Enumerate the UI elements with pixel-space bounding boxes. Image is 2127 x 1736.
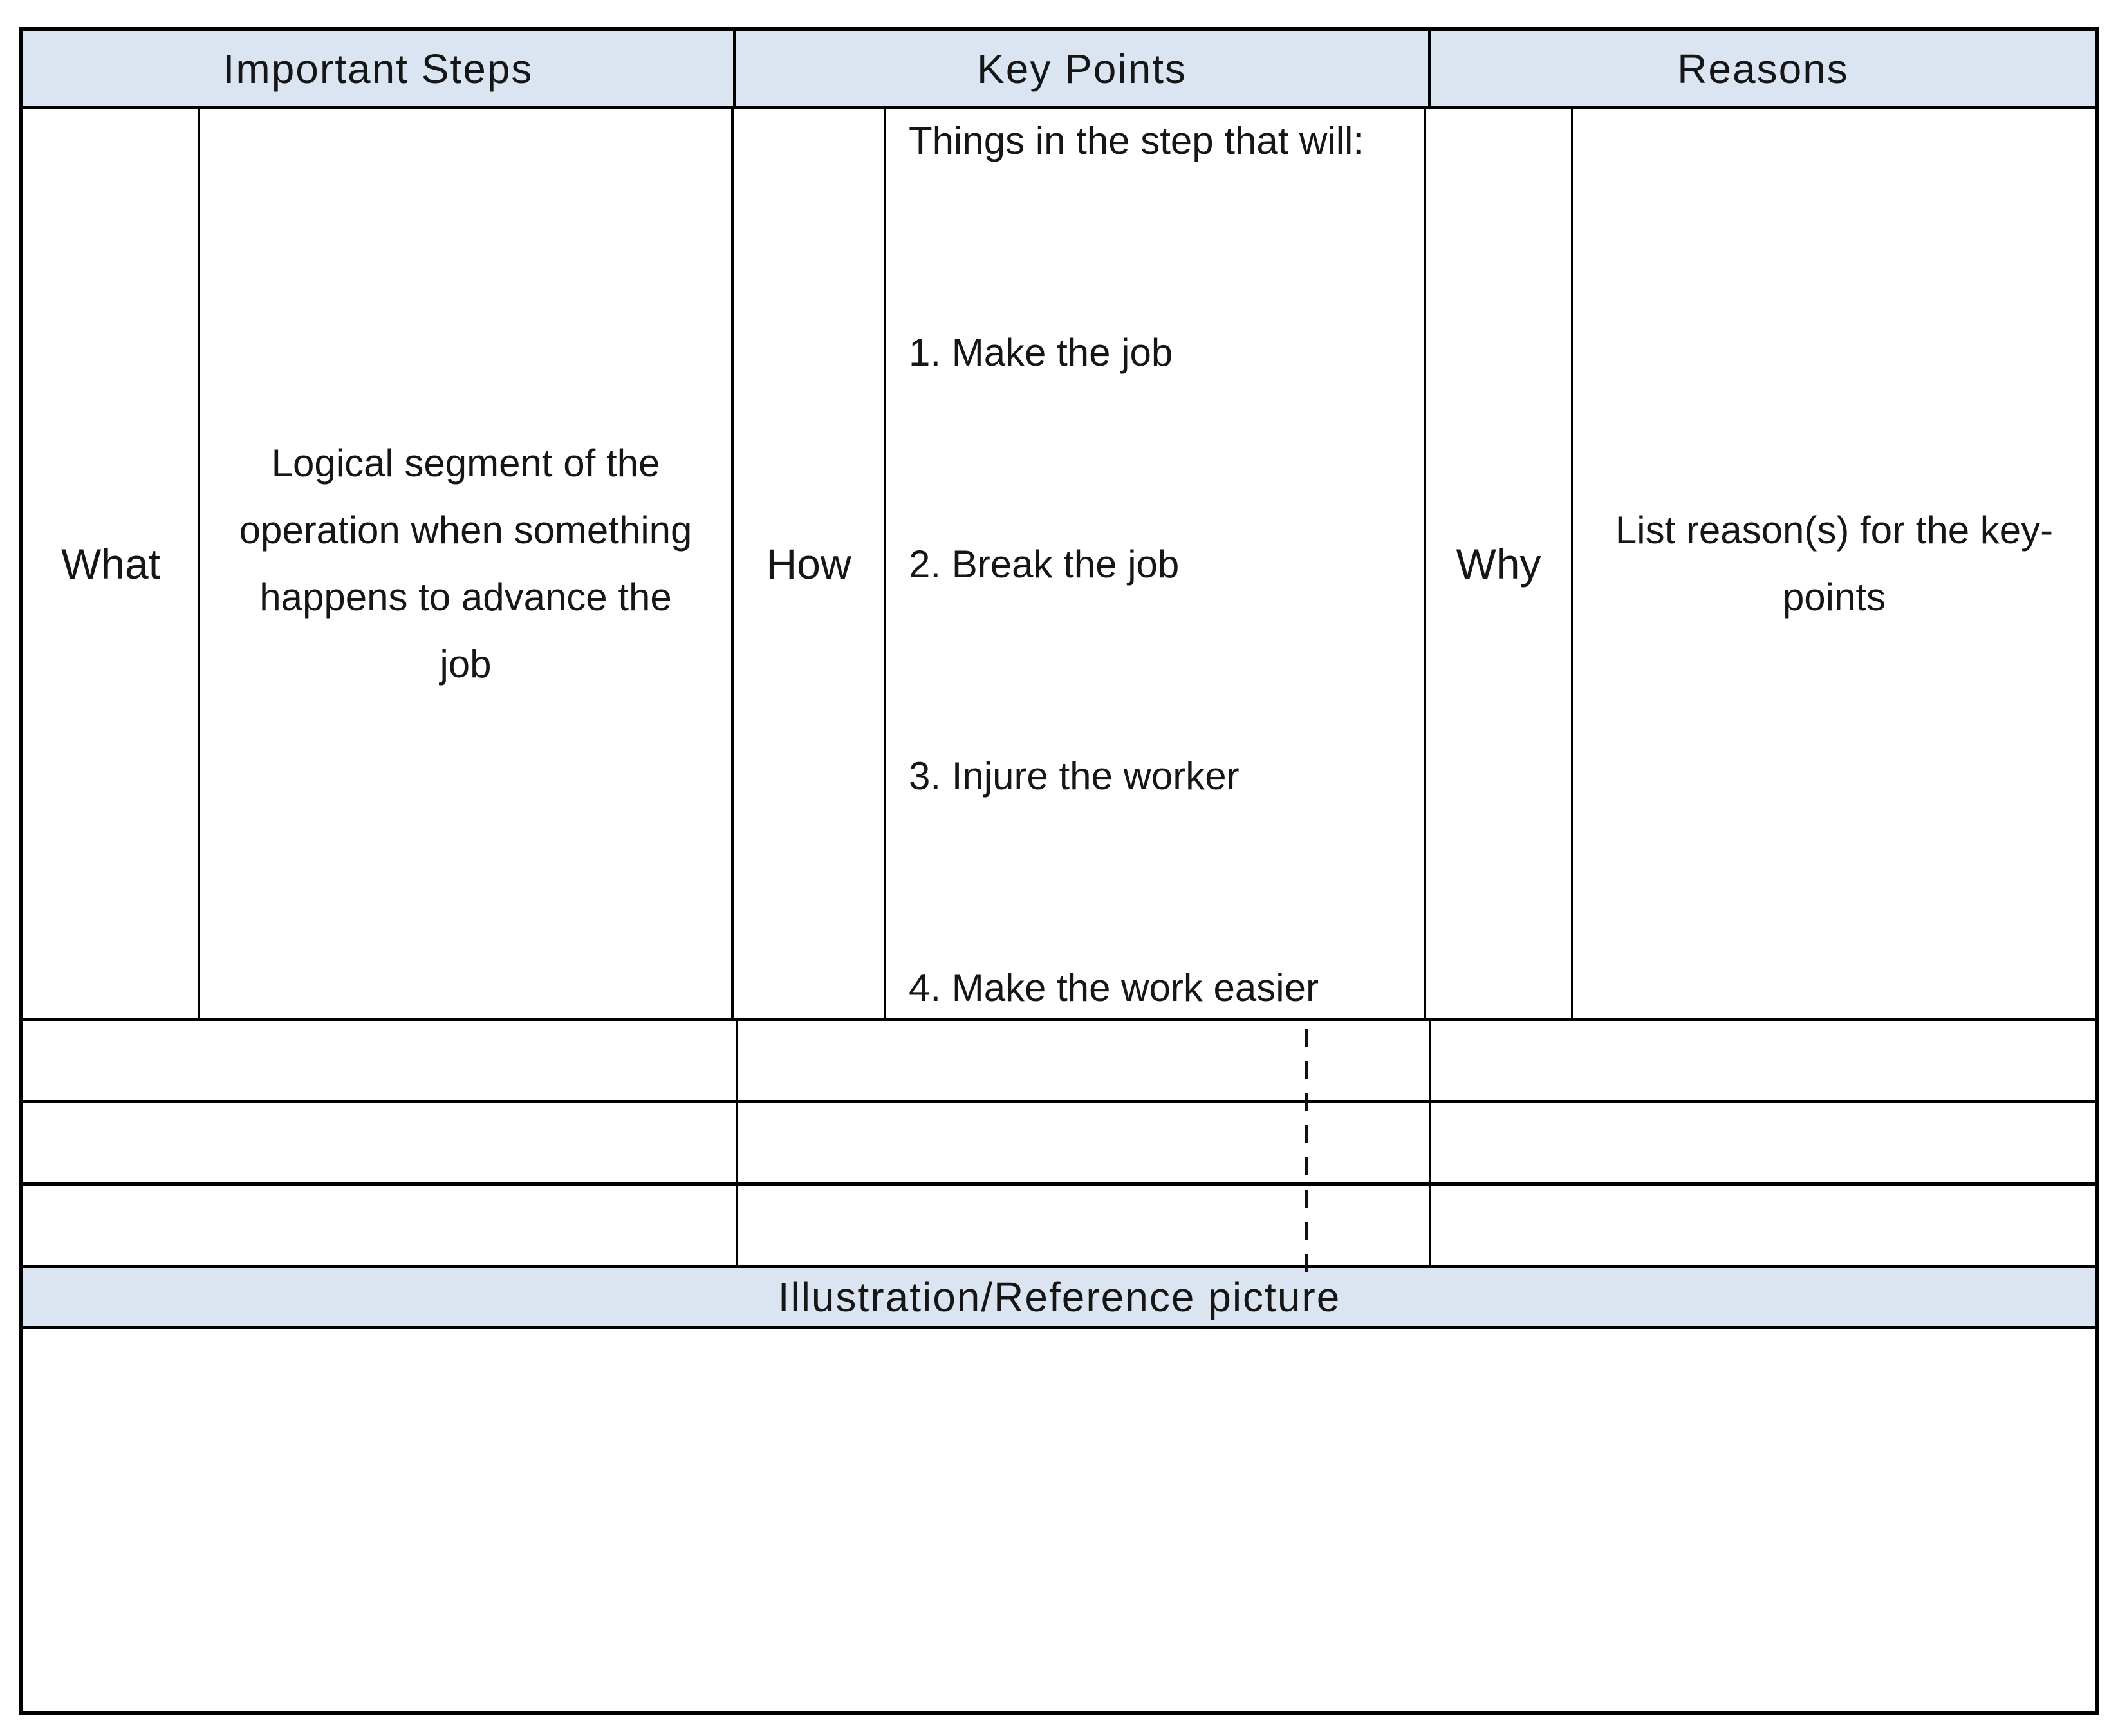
how-label: How: [766, 539, 851, 588]
key-point-item-3: 3. Injure the worker: [909, 754, 1240, 798]
table-header-row: Important Steps Key Points Reasons: [23, 31, 2095, 109]
empty-row-2-reasons-cell: [1431, 1103, 2095, 1182]
empty-row-1-key-points-cell: [738, 1021, 1431, 1100]
important-steps-description: Logical segment of the operation when so…: [239, 441, 692, 686]
empty-row-3-important-steps-cell: [23, 1186, 738, 1265]
empty-row-2-key-points-cell: [738, 1103, 1431, 1182]
how-label-cell: How: [734, 109, 886, 1018]
what-label-cell: What: [23, 109, 200, 1018]
empty-row-3-reasons-cell: [1431, 1186, 2095, 1265]
header-label-key-points: Key Points: [977, 45, 1187, 92]
key-points-intro: Things in the step that will:: [909, 119, 1364, 162]
empty-row-3: [23, 1186, 2095, 1268]
header-cell-key-points: Key Points: [736, 31, 1431, 106]
empty-row-2-important-steps-cell: [23, 1103, 738, 1182]
empty-row-3-key-points-cell: [738, 1186, 1431, 1265]
reasons-description: List reason(s) for the key- points: [1615, 508, 2054, 619]
empty-row-1-important-steps-cell: [23, 1021, 738, 1100]
key-point-item-4: 4. Make the work easier: [909, 966, 1319, 1009]
dashed-continuation-line: [1305, 1029, 1308, 1286]
header-cell-reasons: Reasons: [1431, 31, 2095, 106]
key-point-item-1: 1. Make the job: [909, 331, 1173, 374]
important-steps-description-cell: Logical segment of the operation when so…: [200, 109, 734, 1018]
header-cell-important-steps: Important Steps: [23, 31, 736, 106]
header-label-important-steps: Important Steps: [223, 45, 534, 92]
job-breakdown-table: Important Steps Key Points Reasons What …: [19, 27, 2099, 1715]
empty-row-1-reasons-cell: [1431, 1021, 2095, 1100]
key-points-description-cell: Things in the step that will: 1. Make th…: [886, 109, 1426, 1018]
illustration-header-cell: Illustration/Reference picture: [23, 1268, 2095, 1326]
key-point-item-2: 2. Break the job: [909, 543, 1180, 586]
empty-row-1: [23, 1021, 2095, 1103]
empty-row-2: [23, 1103, 2095, 1186]
header-label-reasons: Reasons: [1677, 45, 1849, 92]
why-label: Why: [1456, 539, 1541, 588]
reasons-description-cell: List reason(s) for the key- points: [1573, 109, 2095, 1018]
why-label-cell: Why: [1426, 109, 1573, 1018]
what-label: What: [60, 539, 161, 588]
illustration-header-label: Illustration/Reference picture: [777, 1274, 1341, 1320]
illustration-picture-area: [23, 1329, 2095, 1688]
definition-row: What Logical segment of the operation wh…: [23, 109, 2095, 1021]
illustration-header-row: Illustration/Reference picture: [23, 1268, 2095, 1329]
